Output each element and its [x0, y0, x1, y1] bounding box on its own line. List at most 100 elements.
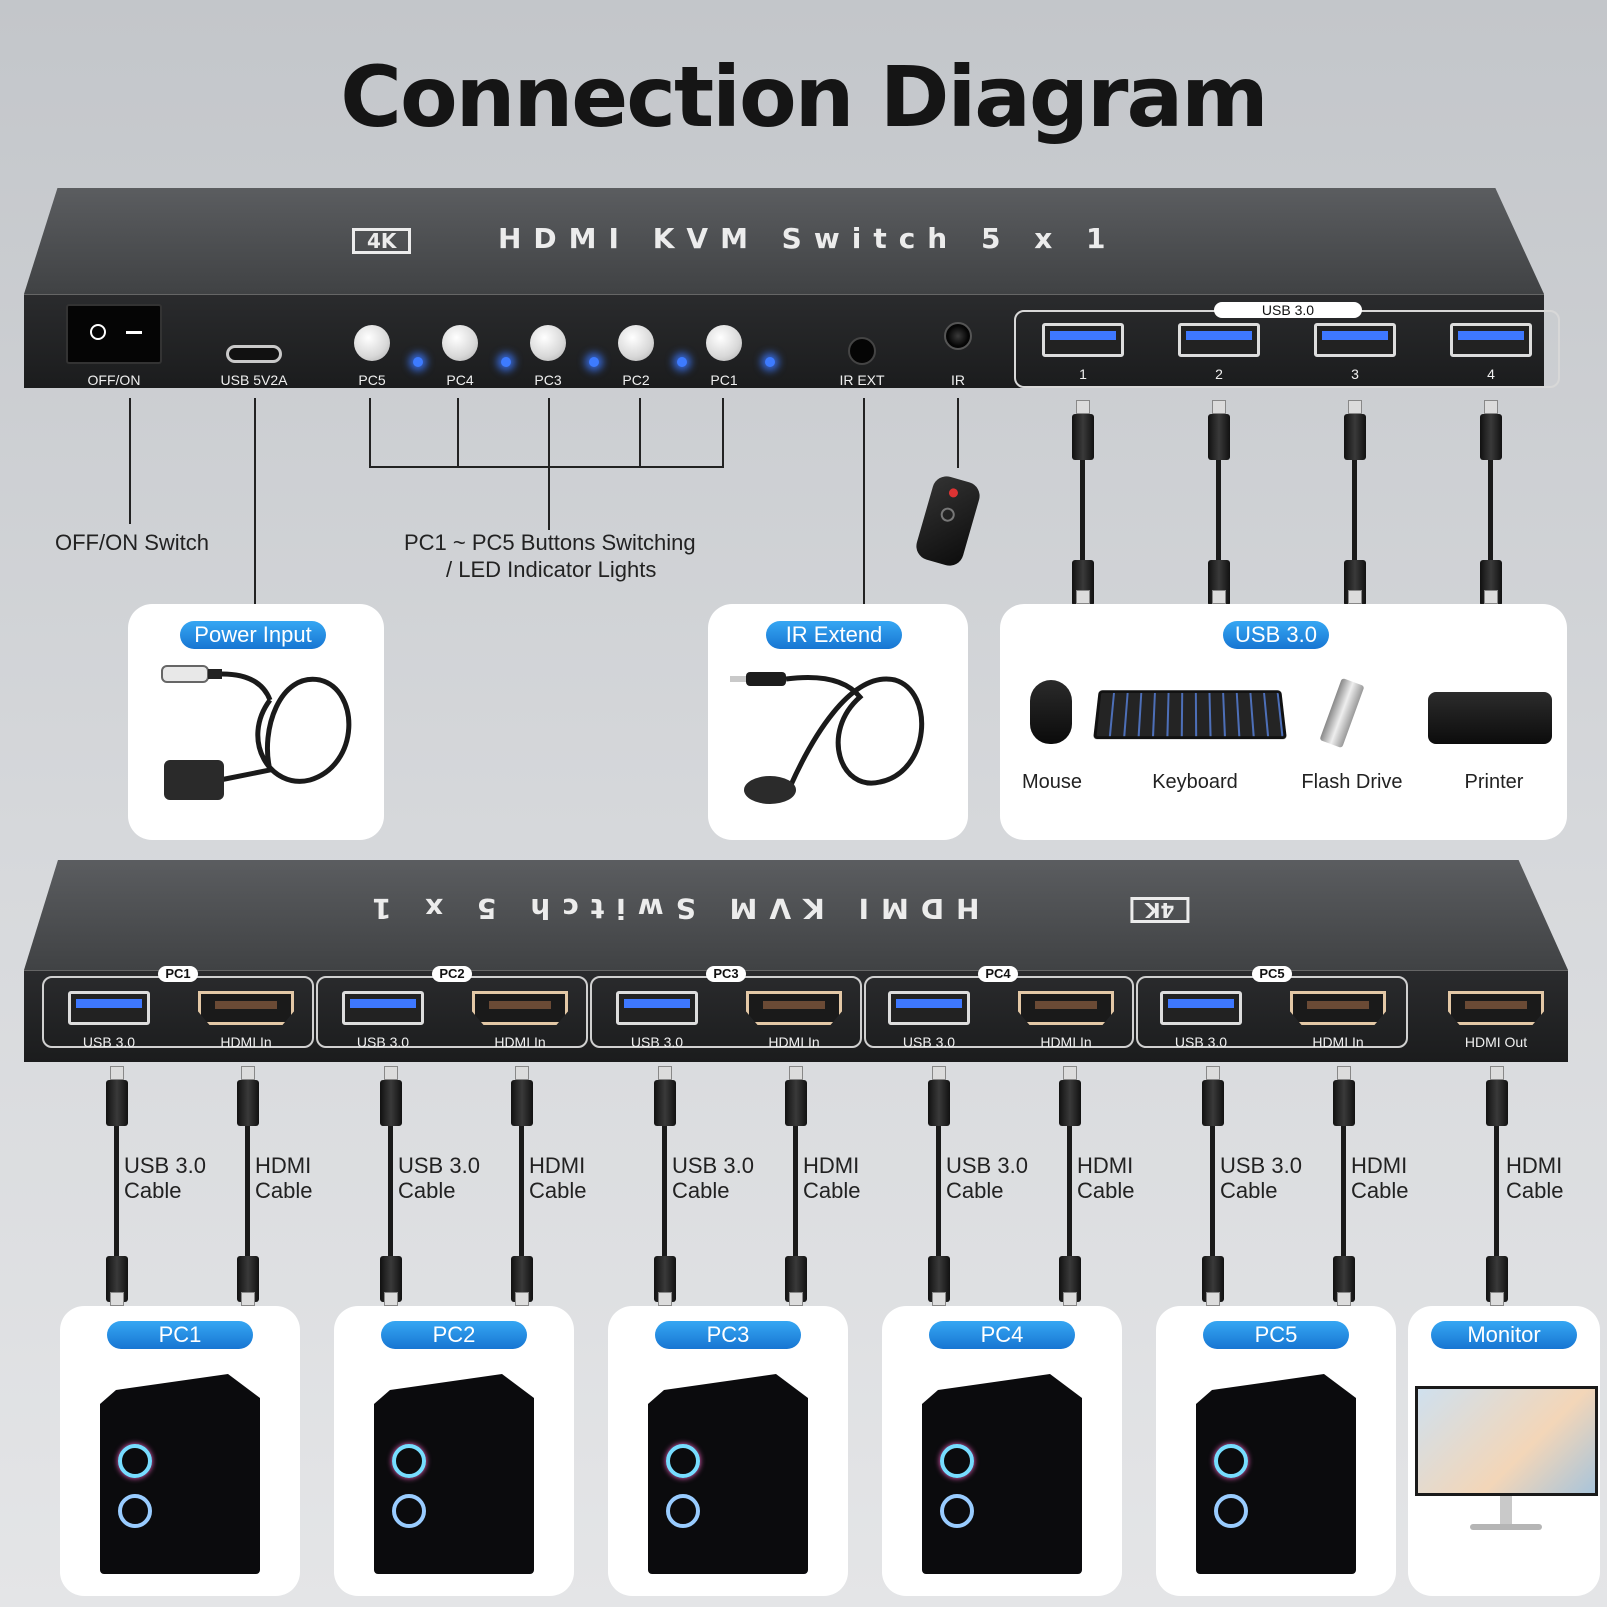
back-device-top [24, 860, 1568, 970]
pc4-tower-icon [922, 1374, 1082, 1574]
power-input-pill: Power Input [180, 621, 326, 649]
pc4-usb-port[interactable] [888, 991, 970, 1025]
front-usb-port-4[interactable] [1450, 323, 1532, 357]
pc1-hdmi-in-port[interactable] [198, 991, 294, 1025]
pc5-hdmi-in-port[interactable] [1290, 991, 1386, 1025]
pc2-fan-icon [392, 1444, 426, 1478]
button-bracket [639, 398, 641, 468]
hdmi-plug [1486, 1080, 1508, 1126]
usb-3-cable [936, 1126, 941, 1260]
usb-c-power-port[interactable] [226, 345, 282, 363]
pc3-pill: PC3 [655, 1321, 801, 1349]
pc2-hdmi-in-port[interactable] [472, 991, 568, 1025]
hdmi-out-label: HDMI Out [1464, 1034, 1528, 1050]
usb-plug [106, 1080, 128, 1126]
buttons-callout-line2: / LED Indicator Lights [446, 557, 657, 582]
ir-cable-icon [730, 662, 950, 822]
hdmi-cable-label-l1: HDMI [1077, 1153, 1134, 1178]
pc4-group-label: PC4 [978, 966, 1018, 982]
usb-plug [654, 1080, 676, 1126]
power-callout-line [254, 398, 256, 604]
pc2-button-label: PC2 [622, 372, 650, 388]
hdmi-plug [237, 1080, 259, 1126]
hdmi-out-port[interactable] [1448, 991, 1544, 1025]
pc1-usb-label: USB 3.0 [82, 1034, 136, 1050]
usb-cable-label-l1: USB 3.0 [946, 1153, 1028, 1178]
pc4-button[interactable] [442, 325, 478, 361]
hdmi-plug-tip [1490, 1066, 1504, 1080]
hdmi-plug [1333, 1256, 1355, 1302]
hdmi-plug-tip [789, 1292, 803, 1306]
front-usb-port-1[interactable] [1042, 323, 1124, 357]
usb-plug [1480, 414, 1502, 460]
hdmi-plug [785, 1256, 807, 1302]
power-on-symbol [126, 331, 142, 334]
power-switch-label: OFF/ON [87, 372, 141, 388]
printer-icon [1428, 692, 1552, 744]
hdmi-plug-tip [1490, 1292, 1504, 1306]
pc2-group-label: PC2 [432, 966, 472, 982]
front-device-top [24, 188, 1544, 294]
usb-3-cable [114, 1126, 119, 1260]
hdmi-plug [785, 1080, 807, 1126]
pc1-button[interactable] [706, 325, 742, 361]
usb-plug [1344, 414, 1366, 460]
usb-plug-tip [384, 1292, 398, 1306]
pc5-usb-port[interactable] [1160, 991, 1242, 1025]
button-bracket [548, 398, 550, 530]
pc2-pill: PC2 [381, 1321, 527, 1349]
pc3-hdmi-in-port[interactable] [746, 991, 842, 1025]
usb-plug-tip [1484, 590, 1498, 604]
pc2-usb-port[interactable] [342, 991, 424, 1025]
hdmi-cable-label-l1: HDMI [803, 1153, 860, 1178]
usb-cable-label-l1: USB 3.0 [1220, 1153, 1302, 1178]
usb-cable-label-l2: Cable [124, 1178, 182, 1203]
pc1-usb-port[interactable] [68, 991, 150, 1025]
hdmi-plug [511, 1080, 533, 1126]
pc4-button-label: PC4 [446, 372, 474, 388]
usb-plug [654, 1256, 676, 1302]
usb-cable-label-l1: USB 3.0 [398, 1153, 480, 1178]
usb-cable-label-l2: Cable [398, 1178, 456, 1203]
pc3-usb-port[interactable] [616, 991, 698, 1025]
pc5-group-label: PC5 [1252, 966, 1292, 982]
hdmi-plug [511, 1256, 533, 1302]
power-cable-svg [161, 665, 352, 800]
ir-ext-jack[interactable] [848, 337, 876, 365]
hdmi-cable-label-l2: Cable [1351, 1178, 1409, 1203]
hdmi-plug-tip [1063, 1292, 1077, 1306]
ir-callout-line [957, 398, 959, 468]
page-title: Connection Diagram [340, 48, 1268, 146]
pc1-pill: PC1 [107, 1321, 253, 1349]
printer-label: Printer [1464, 771, 1524, 793]
pc5-button[interactable] [354, 325, 390, 361]
led-indicator [765, 357, 775, 367]
pc2-button[interactable] [618, 325, 654, 361]
hdmi-cable-label-l1: HDMI [255, 1153, 312, 1178]
power-port-label: USB 5V2A [220, 372, 288, 388]
front-usb-port-4-label: 4 [1487, 366, 1495, 382]
flash-drive-label: Flash Drive [1301, 771, 1403, 793]
power-off-symbol [90, 324, 106, 340]
pc5-fan-icon [1214, 1494, 1248, 1528]
hdmi-cable [245, 1126, 250, 1260]
usb-plug-tip [110, 1292, 124, 1306]
usb-cable-label-l1: USB 3.0 [124, 1153, 206, 1178]
front-usb-port-3[interactable] [1314, 323, 1396, 357]
pc4-hdmi-in-port[interactable] [1018, 991, 1114, 1025]
ir-receiver [944, 322, 972, 350]
usb-plug [1072, 414, 1094, 460]
pc4-pill: PC4 [929, 1321, 1075, 1349]
pc3-button[interactable] [530, 325, 566, 361]
front-usb-port-2[interactable] [1178, 323, 1260, 357]
hdmi-plug-tip [515, 1292, 529, 1306]
hdmi-cable [793, 1126, 798, 1260]
power-switch[interactable] [66, 304, 162, 364]
pc4-usb-label: USB 3.0 [902, 1034, 956, 1050]
usb-plug-tip [1348, 400, 1362, 414]
pc5-usb-label: USB 3.0 [1174, 1034, 1228, 1050]
usb-cable-label-l1: USB 3.0 [672, 1153, 754, 1178]
mouse-icon [1030, 680, 1072, 744]
pc3-fan-icon [666, 1494, 700, 1528]
power-cable-icon [150, 660, 370, 820]
